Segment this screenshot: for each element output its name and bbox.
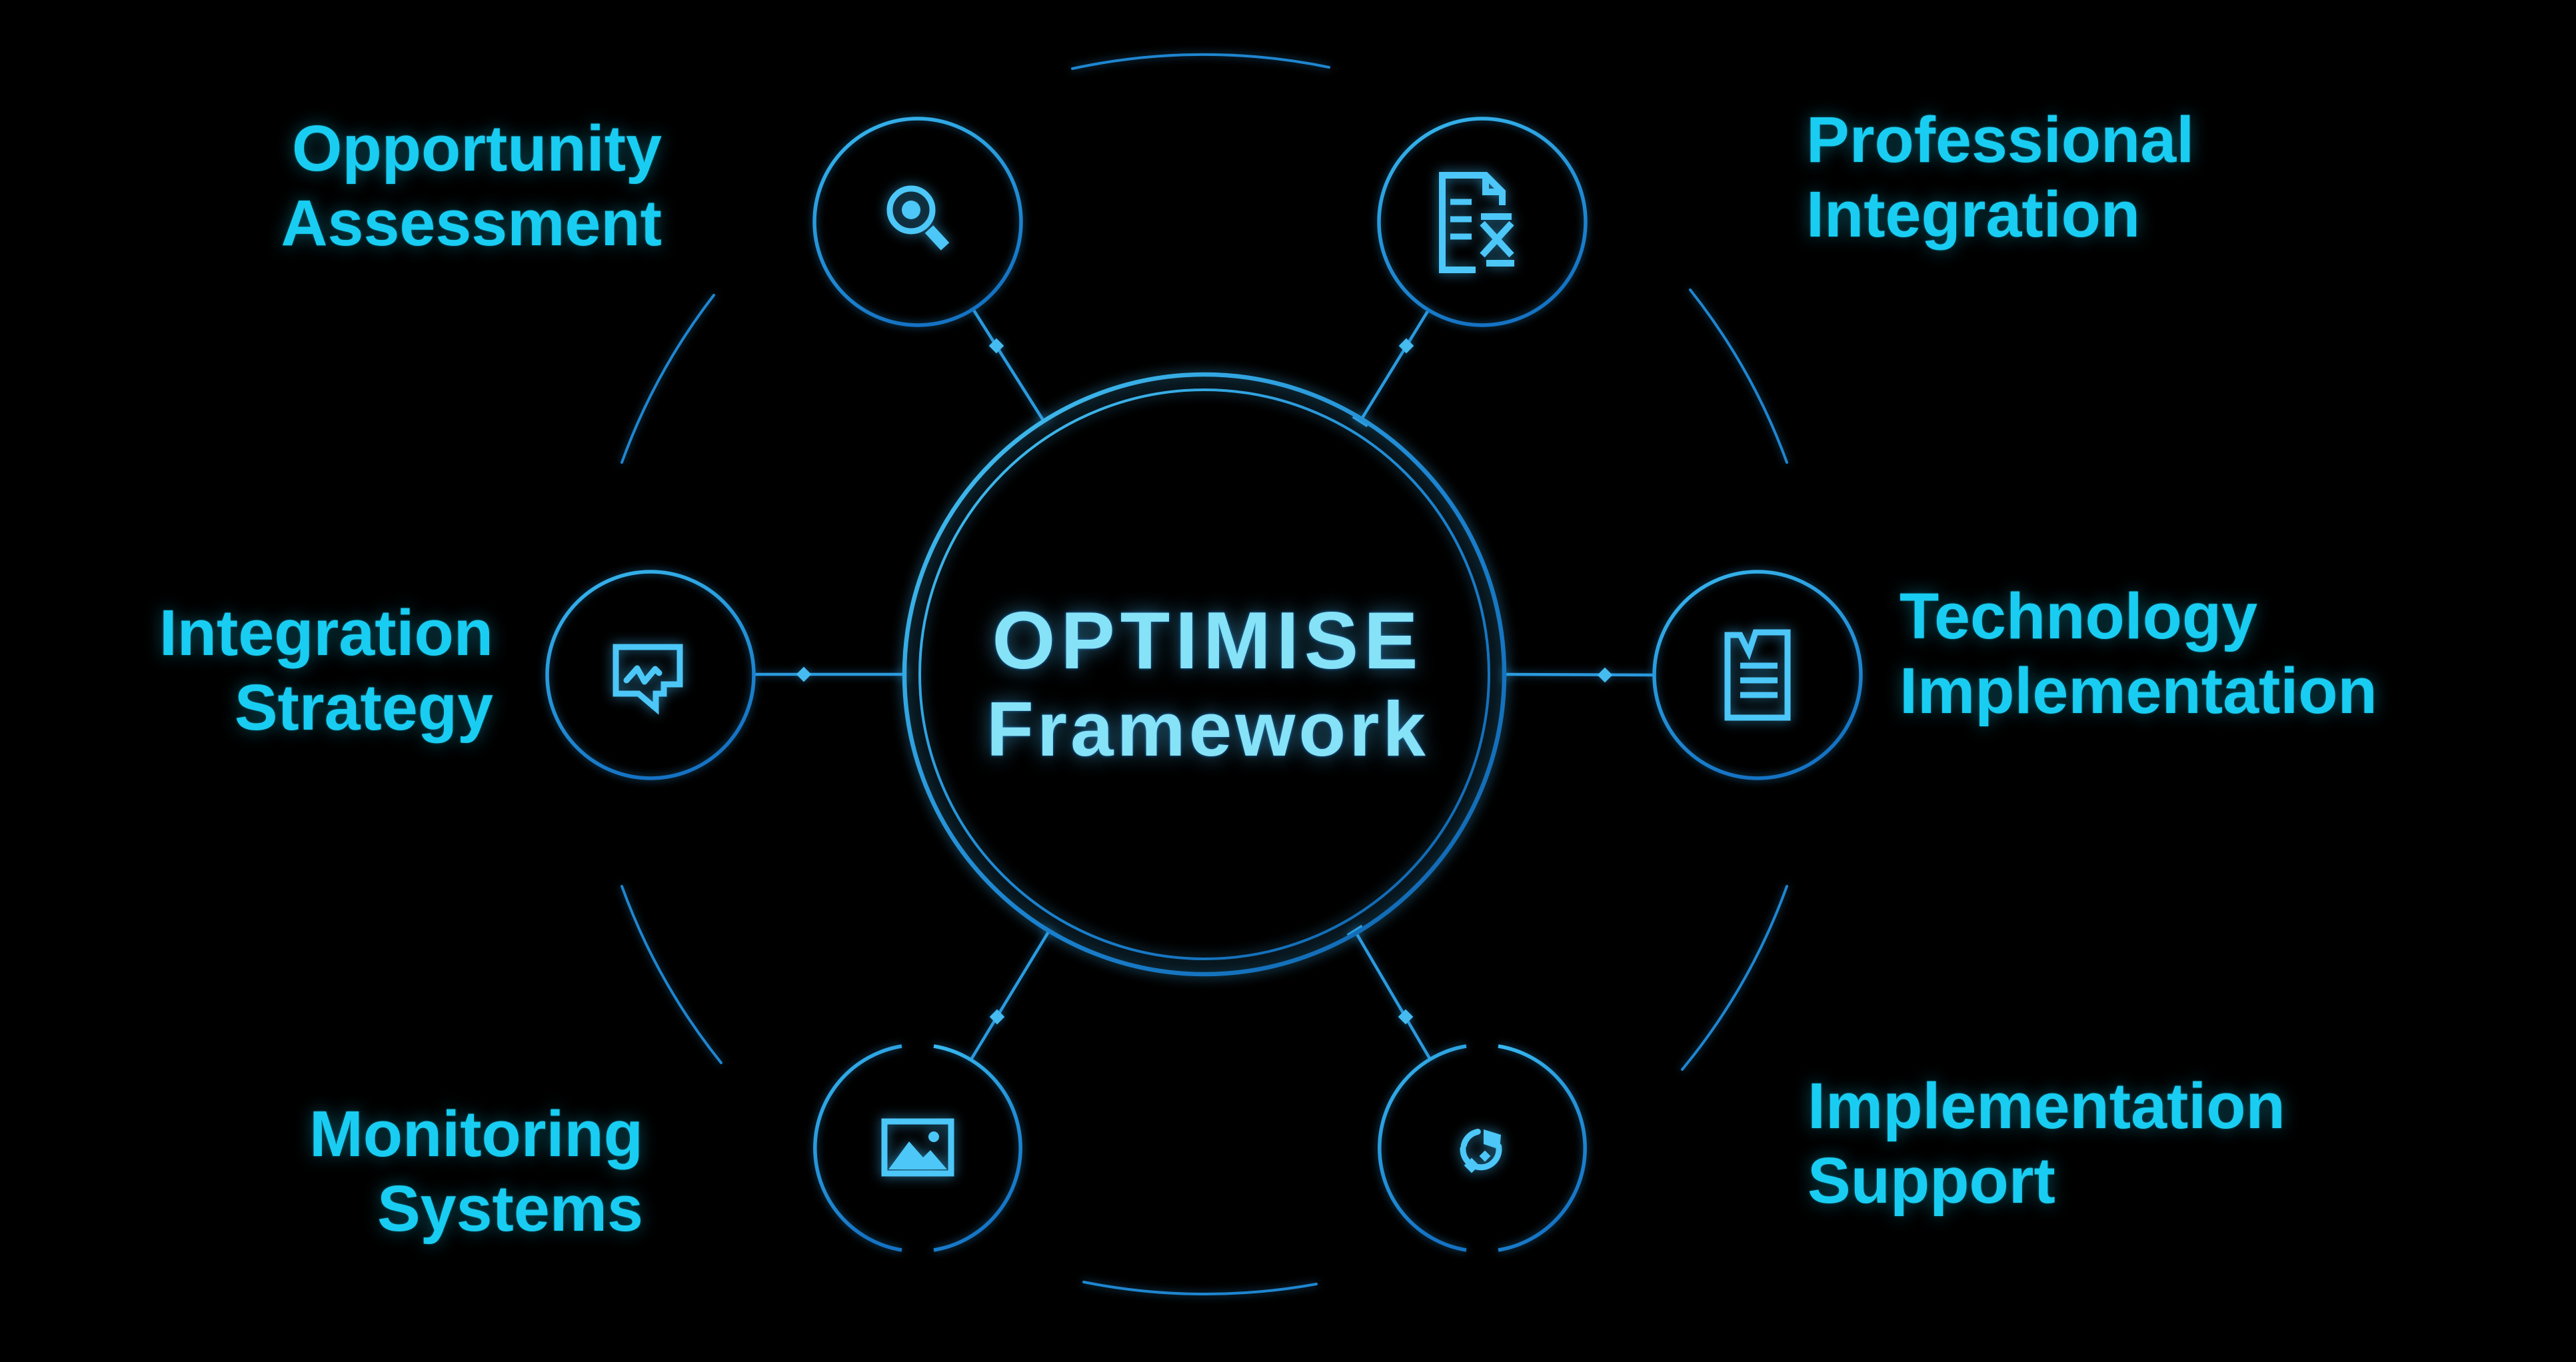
connector-bottom-right [1346,924,1432,1061]
connector-diamond [1398,338,1414,354]
label-professional-integration: Professional Integration [1806,103,2406,252]
label-line: Implementation [1900,654,2377,727]
node-circle [813,1044,1022,1252]
label-technology-implementation: Technology Implementation [1900,579,2566,728]
connector-diamond [1398,1009,1414,1025]
node-technology-implementation [1652,570,1863,780]
connector-bottom-left [970,924,1058,1061]
connector-top-left [972,308,1052,428]
label-line: Support [1808,1144,2055,1217]
label-monitoring-systems: Monitoring Systems [110,1097,643,1246]
orbit-arc-top [1071,53,1330,70]
message-pulse-icon [613,644,683,715]
label-line: Integration [1806,178,2141,251]
node-integration-strategy [545,570,756,780]
node-opportunity-assessment [812,117,1023,327]
connector-diamond [989,1009,1005,1025]
label-line: Monitoring [309,1097,643,1170]
connector-diamond [1597,667,1613,683]
node-implementation-support [1378,1044,1587,1252]
image-icon [881,1118,954,1177]
note-list-icon [1724,629,1791,721]
node-circle [1378,1044,1587,1252]
node-circle [812,117,1023,327]
pie-chart-icon [1460,1128,1502,1173]
label-opportunity-assessment: Opportunity Assessment [129,111,662,261]
label-line: Strategy [234,671,493,744]
node-circle [545,570,756,780]
node-professional-integration [1377,117,1588,327]
label-line: Professional [1806,103,2195,176]
label-implementation-support: Implementation Support [1808,1069,2474,1218]
magnifier-icon [886,185,950,251]
label-line: Implementation [1808,1069,2285,1142]
center-title: OPTIMISE Framework [804,600,1611,768]
center-title-line2: Framework [986,686,1429,772]
outer-orbit-ring [621,53,1788,1296]
label-integration-strategy: Integration Strategy [0,596,493,745]
node-circle [1652,570,1863,780]
orbit-arc-bottom [1082,1281,1318,1296]
label-line: Assessment [281,187,662,259]
label-line: Opportunity [292,112,662,185]
center-hub-ring [902,372,1507,977]
node-monitoring-systems [813,1044,1022,1252]
connector-top-right [1352,308,1430,428]
center-title-line1: OPTIMISE [992,595,1424,686]
label-line: Technology [1900,580,2258,652]
label-line: Systems [377,1172,643,1245]
document-edit-icon [1439,172,1514,273]
orbit-arc-top-right [1689,289,1788,464]
orbit-arc-bottom-left [621,885,722,1064]
orbit-arc-top-left [621,294,715,464]
label-line: Integration [159,596,493,669]
orbit-arc-right [1681,885,1788,1071]
node-circle [1377,117,1588,327]
